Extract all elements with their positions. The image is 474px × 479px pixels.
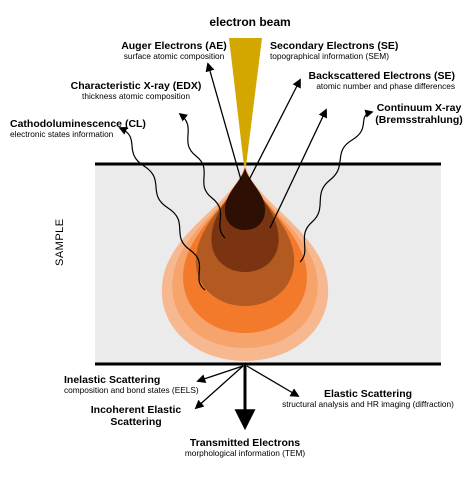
backscattered-subtitle: atomic number and phase differences	[316, 81, 455, 92]
transmitted-title: Transmitted Electrons	[189, 437, 301, 449]
inelastic-subtitle: composition and bond states (EELS)	[64, 385, 199, 396]
incoherent-arrow	[194, 365, 244, 410]
backscattered-label: Backscattered Electrons (SE) atomic numb…	[309, 70, 455, 92]
elastic-subtitle: structural analysis and HR imaging (diff…	[282, 399, 454, 410]
secondary-arrow	[248, 78, 301, 181]
characteristic-xray-wave	[178, 112, 226, 239]
continuum-xray-wave	[299, 109, 374, 263]
secondary-subtitle: topographical information (SEM)	[270, 51, 389, 62]
photon-arrows	[118, 109, 374, 291]
continuum-title: Continuum X-ray	[376, 102, 462, 114]
auger-title: Auger Electrons (AE)	[121, 40, 227, 52]
elastic-arrow	[246, 365, 300, 397]
volume-core	[224, 168, 266, 230]
continuum-subtitle: (Bremsstrahlung)	[375, 114, 463, 127]
incoherent-subtitle: Scattering	[110, 416, 162, 429]
elastic-title: Elastic Scattering	[323, 388, 413, 400]
characteristic-subtitle: thickness atomic composition	[82, 91, 190, 102]
auger-subtitle: surface atomic composition	[123, 51, 225, 62]
cathodo-label: Cathodoluminescence (CL) electronic stat…	[10, 118, 146, 140]
cathodo-subtitle: electronic states information	[10, 129, 114, 140]
inelastic-arrow	[196, 365, 244, 384]
auger-label: Auger Electrons (AE) surface atomic comp…	[104, 40, 244, 62]
transmission-arrows	[194, 364, 300, 431]
secondary-label: Secondary Electrons (SE) topographical i…	[270, 40, 398, 62]
interaction-volume	[161, 165, 329, 361]
transmitted-label: Transmitted Electrons morphological info…	[170, 437, 320, 459]
incoherent-label: Incoherent Elastic Scattering	[78, 404, 194, 428]
emission-arrows	[205, 62, 327, 229]
auger-arrow	[205, 62, 242, 181]
secondary-title: Secondary Electrons (SE)	[270, 40, 399, 52]
beam-label-text: electron beam	[209, 15, 291, 29]
cathodoluminescence-wave	[118, 126, 206, 291]
continuum-label: Continuum X-ray (Bremsstrahlung)	[370, 102, 468, 126]
inelastic-title: Inelastic Scattering	[64, 374, 161, 386]
cathodo-title: Cathodoluminescence (CL)	[10, 118, 146, 130]
backscattered-arrow	[269, 108, 327, 229]
transmitted-subtitle: morphological information (TEM)	[184, 448, 306, 459]
sample-label: SAMPLE	[54, 218, 66, 266]
characteristic-title: Characteristic X-ray (EDX)	[70, 80, 202, 92]
electron-beam	[229, 38, 262, 166]
incoherent-title: Incoherent Elastic	[90, 404, 182, 416]
elastic-label: Elastic Scattering structural analysis a…	[268, 388, 468, 410]
inelastic-label: Inelastic Scattering composition and bon…	[64, 374, 199, 396]
characteristic-label: Characteristic X-ray (EDX) thickness ato…	[56, 80, 216, 102]
beam-label: electron beam	[190, 15, 310, 30]
backscattered-title: Backscattered Electrons (SE)	[308, 70, 455, 82]
